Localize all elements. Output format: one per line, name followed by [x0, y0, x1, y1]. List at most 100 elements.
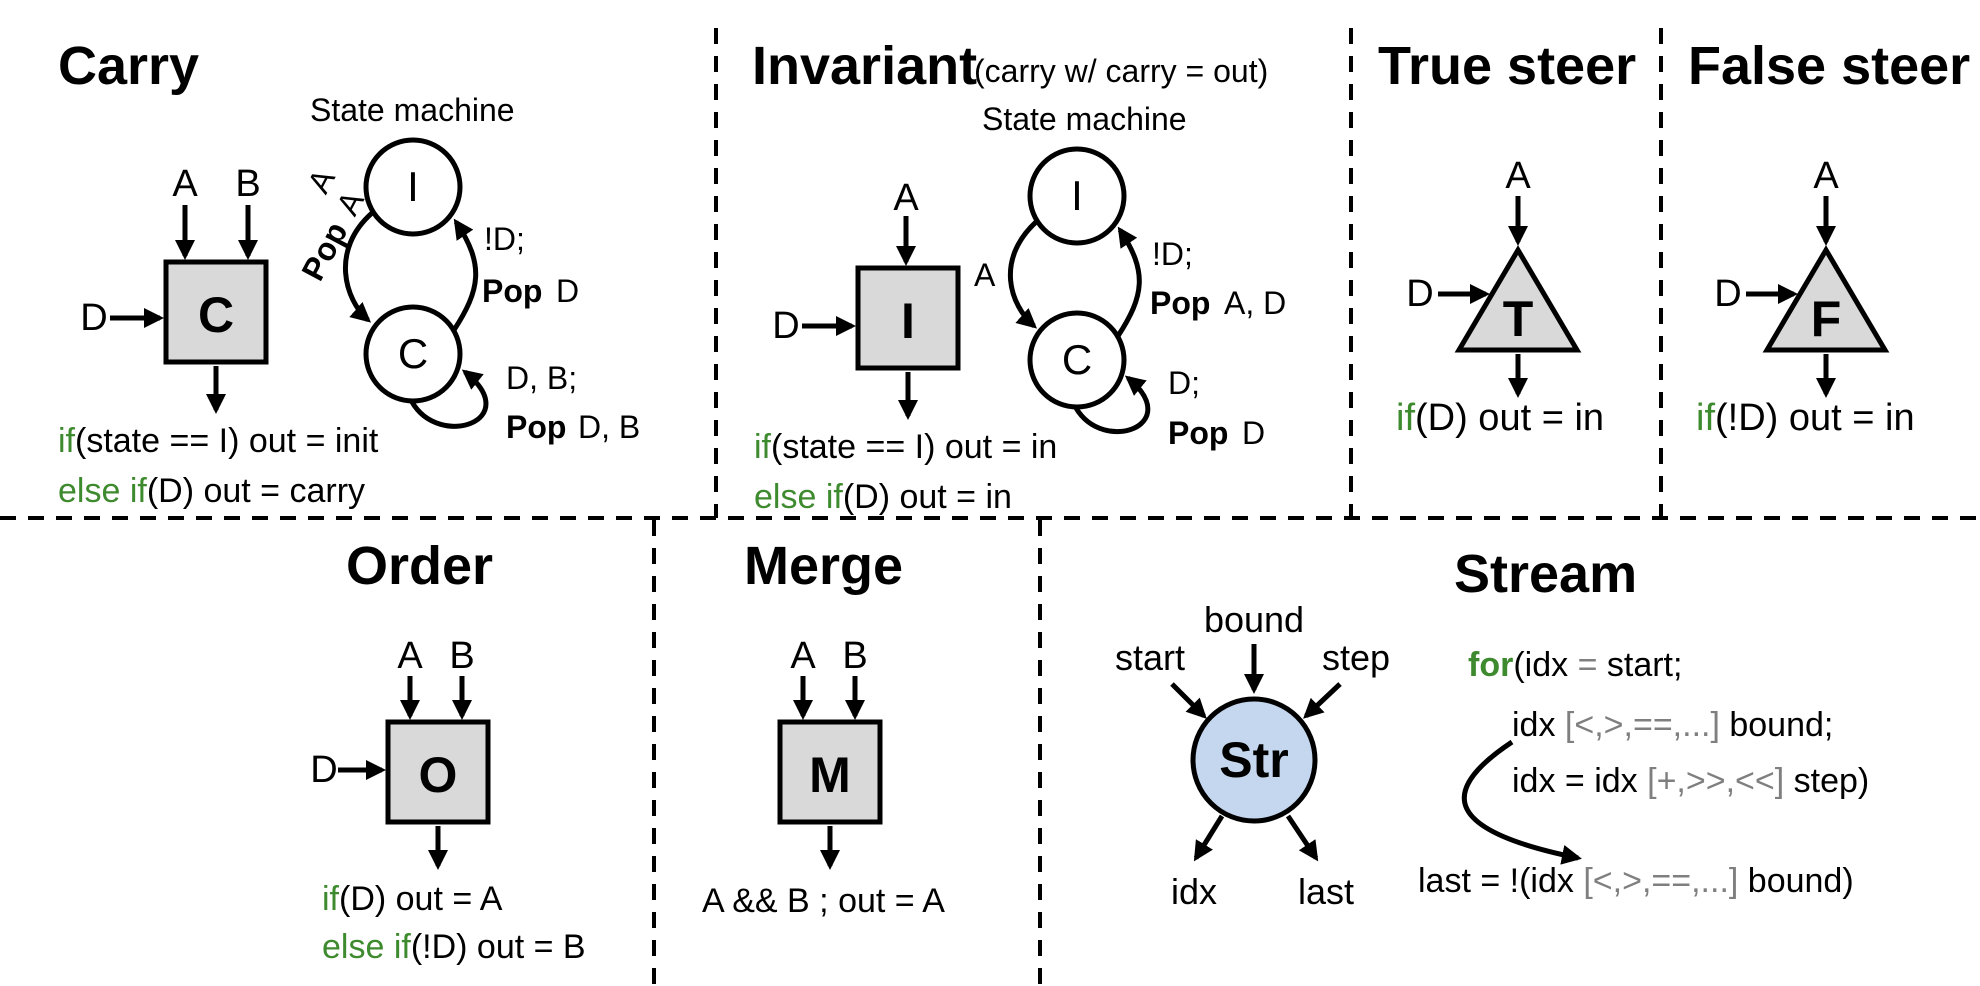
invariant-state-i: [1027, 146, 1127, 246]
stream-node-label: Str: [1219, 732, 1288, 788]
invariant-pop-ad-bold: Pop: [1150, 285, 1210, 321]
carry-state-i-label: I: [407, 163, 419, 210]
invariant-state-c: [1027, 310, 1127, 410]
true-steer-title: True steer: [1378, 36, 1636, 96]
stream-input-start-label: start: [1115, 637, 1185, 678]
carry-input-a-label: A: [172, 163, 198, 205]
carry-cond-db: D, B;: [506, 360, 577, 396]
true-steer-input-d-label: D: [1406, 273, 1433, 315]
stream-panel: Stream bound start step Str idx last for…: [1115, 544, 1869, 912]
carry-state-c: [363, 304, 463, 404]
true-steer-input-a-label: A: [1505, 155, 1531, 197]
false-steer-title: False steer: [1688, 36, 1970, 96]
carry-transition-i-to-c: [343, 211, 374, 323]
invariant-state-c-label: C: [1062, 336, 1092, 383]
invariant-pop-d: D: [1242, 415, 1265, 451]
order-node-label: O: [419, 747, 458, 803]
order-input-a-label: A: [397, 635, 423, 677]
merge-node-box: [777, 719, 883, 825]
invariant-code2-rest: (D) out = in: [843, 478, 1012, 516]
stream-input-step-label: step: [1322, 637, 1390, 678]
invariant-code1-rest: (state == I) out = in: [771, 428, 1057, 466]
stream-node-circle: [1190, 696, 1318, 824]
invariant-cond-notd: !D;: [1152, 236, 1193, 272]
false-steer-input-d-label: D: [1714, 273, 1741, 315]
invariant-node-label: I: [901, 293, 915, 349]
invariant-node-box: [855, 265, 961, 371]
order-panel: Order A B O D if(D) out = A else if(!D) …: [310, 536, 585, 966]
stream-input-step-arrow: [1303, 682, 1342, 719]
stream-code-line4: last = !(idx [<,>,==,...] bound): [1418, 862, 1854, 900]
order-input-d-label: D: [310, 749, 337, 791]
stream-output-last-arrow: [1285, 814, 1319, 862]
false-steer-code-rest: (!D) out = in: [1715, 397, 1915, 439]
invariant-pop-ad: A, D: [1224, 285, 1286, 321]
invariant-state-i-label: I: [1071, 172, 1083, 219]
invariant-input-a-label: A: [893, 177, 919, 219]
merge-code: A && B ; out = A: [702, 882, 945, 920]
true-steer-node-label: T: [1503, 291, 1534, 347]
true-steer-code: if(D) out = in: [1396, 397, 1604, 439]
order-input-b-label: B: [449, 635, 474, 677]
carry-code1-kw: if: [58, 422, 76, 460]
carry-cond-notd: !D;: [484, 221, 525, 257]
invariant-input-d-label: D: [772, 305, 799, 347]
invariant-transition-i-to-c: [1008, 220, 1038, 329]
carry-panel: Carry State machine C A B D I C Pop A A …: [58, 36, 640, 510]
merge-input-a-label: A: [790, 635, 816, 677]
invariant-title: Invariant: [752, 36, 977, 96]
carry-state-machine-label: State machine: [310, 92, 515, 128]
stream-code-line2: idx [<,>,==,...] bound;: [1512, 706, 1833, 744]
carry-pop-d: D: [556, 273, 579, 309]
invariant-code-line2: else if(D) out = in: [754, 478, 1012, 516]
invariant-code2-kw: else if: [754, 478, 843, 516]
invariant-cond-d: D;: [1168, 365, 1200, 401]
order-code-line2: else if(!D) out = B: [322, 928, 586, 966]
invariant-subtitle: (carry w/ carry = out): [974, 53, 1268, 89]
stream-title: Stream: [1454, 544, 1637, 604]
invariant-code1-kw: if: [754, 428, 772, 466]
merge-panel: Merge A B M A && B ; out = A: [702, 536, 945, 920]
invariant-panel: Invariant (carry w/ carry = out) State m…: [752, 36, 1286, 516]
carry-input-b-label: B: [235, 163, 260, 205]
carry-pop-d-bold: Pop: [482, 273, 542, 309]
true-steer-panel: True steer A T D if(D) out = in: [1378, 36, 1636, 439]
false-steer-panel: False steer A F D if(!D) out = in: [1688, 36, 1970, 439]
stream-code-line3: idx = idx [+,>>,<<] step): [1512, 762, 1869, 800]
stream-code-line1: for(idx = start;: [1468, 646, 1682, 684]
false-steer-code: if(!D) out = in: [1696, 397, 1915, 439]
stream-output-last-label: last: [1298, 871, 1354, 912]
invariant-state-machine-label: State machine: [982, 101, 1187, 137]
order-title: Order: [346, 536, 493, 596]
true-steer-code-rest: (D) out = in: [1415, 397, 1604, 439]
carry-transition-i-c-label: Pop A A: [294, 162, 371, 286]
merge-title: Merge: [744, 536, 903, 596]
stream-output-idx-label: idx: [1171, 871, 1217, 912]
stream-code-curve-arrow: [1461, 739, 1582, 865]
stream-input-start-arrow: [1170, 682, 1207, 719]
order-code-line1: if(D) out = A: [322, 880, 503, 918]
separators: [0, 28, 1980, 986]
stream-for-kw: for: [1468, 646, 1513, 684]
carry-state-c-label: C: [398, 330, 428, 377]
carry-node-box: [163, 259, 269, 365]
carry-title: Carry: [58, 36, 199, 96]
stream-output-idx-arrow: [1193, 814, 1225, 862]
carry-pop-db-bold: Pop: [506, 409, 566, 445]
false-steer-code-kw: if: [1696, 397, 1715, 439]
carry-code-line2: else if(D) out = carry: [58, 472, 365, 510]
order-code2-kw: else if: [322, 928, 411, 966]
carry-self-loop-c: [409, 369, 489, 429]
carry-code2-kw: else if: [58, 472, 147, 510]
invariant-code-line1: if(state == I) out = in: [754, 428, 1057, 466]
invariant-transition-c-to-i: [1115, 226, 1142, 338]
invariant-pop-d-bold: Pop: [1168, 415, 1228, 451]
carry-code1-rest: (state == I) out = init: [75, 422, 379, 460]
carry-pop-db: D, B: [578, 409, 640, 445]
merge-input-b-label: B: [842, 635, 867, 677]
invariant-cond-a: A: [974, 257, 996, 293]
merge-node-label: M: [809, 747, 851, 803]
order-code2-rest: (!D) out = B: [411, 928, 586, 966]
carry-transition-c-to-i: [451, 218, 479, 332]
